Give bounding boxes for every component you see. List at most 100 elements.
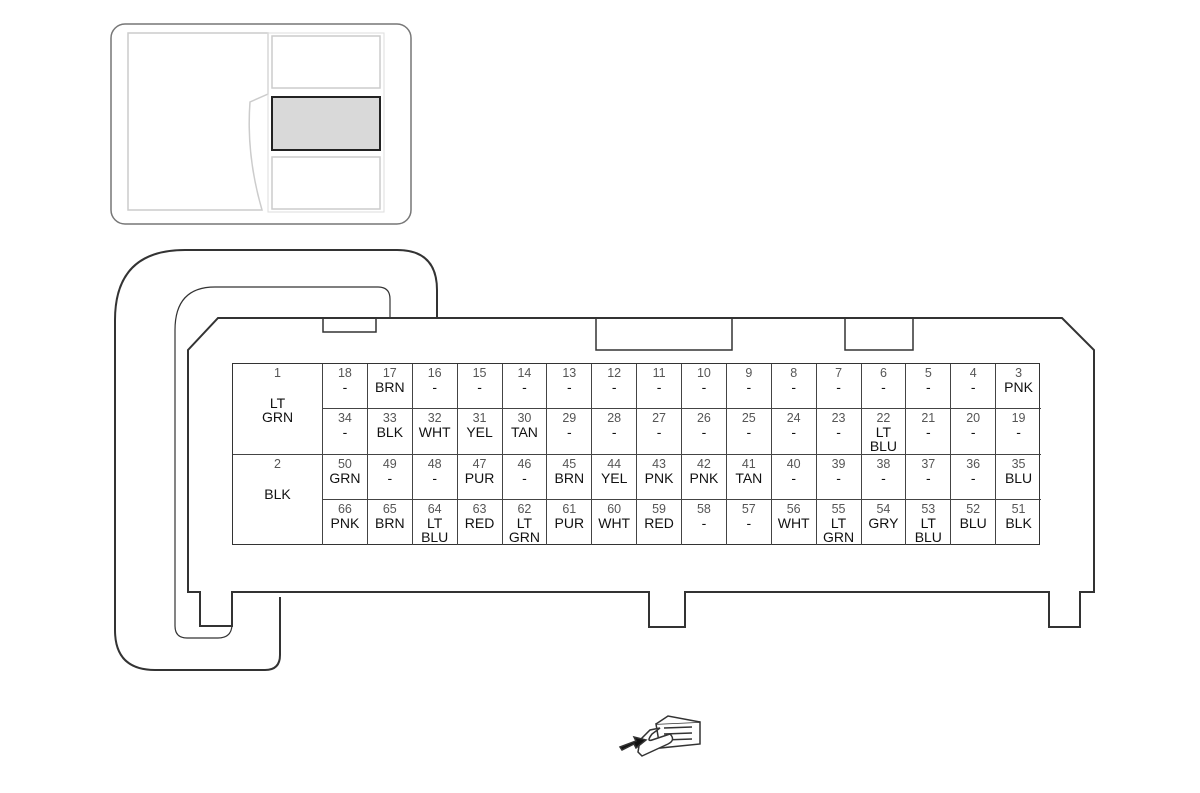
pin-number: 15: [472, 366, 487, 380]
pin-number: 55: [831, 501, 846, 516]
connector-housing: [114, 249, 1095, 671]
pin-number: 14: [517, 366, 532, 380]
pin-24: 24-: [771, 409, 817, 455]
pin-number: 29: [562, 411, 577, 426]
wire-color: -: [746, 424, 752, 441]
pin-number: 35: [1011, 456, 1026, 471]
wire-color: PUR: [554, 514, 585, 531]
pin-number: 36: [966, 456, 981, 471]
pin-number: 32: [427, 411, 442, 426]
pin-5: 5-: [906, 364, 952, 410]
pin-number: 48: [427, 456, 442, 471]
pin-58: 58-: [682, 499, 727, 545]
wire-color: RED: [644, 514, 674, 531]
wire-color: -: [566, 424, 572, 441]
pin-number: 13: [562, 366, 577, 380]
pin-number: 10: [696, 366, 711, 380]
pin-11: 11-: [637, 364, 682, 410]
pin-number: 64: [427, 501, 442, 516]
pin-number: 20: [966, 411, 981, 426]
wire-color: -: [881, 469, 886, 486]
pin-48: 48-: [412, 454, 458, 500]
pin-number: 34: [337, 411, 352, 426]
pin-6: 6-: [861, 364, 907, 410]
wire-color: BLK: [376, 424, 404, 441]
pin-number: 66: [337, 501, 352, 516]
wire-color: -: [791, 469, 797, 486]
pin-14: 14-: [502, 364, 548, 410]
pin-number: 27: [652, 411, 667, 426]
highlighted-connector-location: [271, 96, 381, 151]
pin-number: 65: [382, 501, 397, 516]
wire-color: -: [970, 379, 976, 395]
pin-12: 12-: [592, 364, 638, 410]
wire-color: -: [342, 379, 348, 395]
pin-number: 37: [921, 456, 936, 471]
wire-color: -: [925, 469, 931, 486]
pin-23: 23-: [816, 409, 862, 455]
pin-number: 62: [517, 501, 532, 516]
wire-color: PNK: [644, 469, 674, 486]
wire-color: -: [701, 379, 707, 395]
pin-number: 63: [472, 501, 487, 516]
wire-color: -: [522, 469, 527, 486]
pin-10: 10-: [682, 364, 727, 410]
wire-color: BRN: [375, 514, 405, 531]
pin-number: 50: [337, 456, 352, 471]
wire-color: -: [701, 514, 707, 531]
pin-number: 33: [382, 411, 397, 426]
wire-color: LT GRN: [261, 395, 294, 425]
pin-number: 53: [921, 501, 936, 516]
wire-color: YEL: [600, 469, 628, 486]
wire-color: PNK: [330, 514, 360, 531]
pin-number: 22: [876, 411, 891, 426]
pin-29: 29-: [547, 409, 593, 455]
pin-8: 8-: [771, 364, 817, 410]
wire-color: -: [656, 379, 662, 395]
pin-28: 28-: [592, 409, 638, 455]
wire-color: YEL: [466, 424, 493, 441]
pin-number: 31: [472, 411, 487, 426]
pin-number: 12: [607, 366, 622, 380]
pin-number: 58: [696, 501, 711, 516]
pin-number: 11: [652, 366, 666, 380]
wire-color: GRY: [868, 514, 899, 531]
wire-color: -: [566, 379, 572, 395]
wire-color: LT GRN: [508, 514, 540, 545]
module-locator-view: [110, 23, 412, 225]
pin-25: 25-: [726, 409, 772, 455]
pin-number: 54: [876, 501, 891, 516]
pin-number: 51: [1011, 501, 1026, 516]
pin-7: 7-: [816, 364, 862, 410]
pin-number: 1: [274, 366, 281, 380]
pin-26: 26-: [682, 409, 727, 455]
wire-color: -: [611, 379, 617, 395]
wire-color: LT BLU: [914, 514, 942, 545]
pin-57: 57-: [727, 499, 772, 545]
wire-color: -: [701, 424, 707, 441]
pin-number: 28: [607, 411, 622, 426]
wire-color: TAN: [510, 424, 538, 441]
pin-number: 40: [786, 456, 801, 471]
wire-color: -: [477, 379, 482, 395]
wire-color: PNK: [1004, 379, 1033, 395]
pin-number: 23: [831, 411, 846, 426]
wire-color: -: [746, 514, 752, 531]
pin-13: 13-: [547, 364, 593, 410]
pin-number: 8: [790, 366, 798, 380]
wire-color: -: [611, 424, 617, 441]
pin-18: 18-: [323, 364, 368, 410]
pin-number: 56: [786, 501, 801, 516]
